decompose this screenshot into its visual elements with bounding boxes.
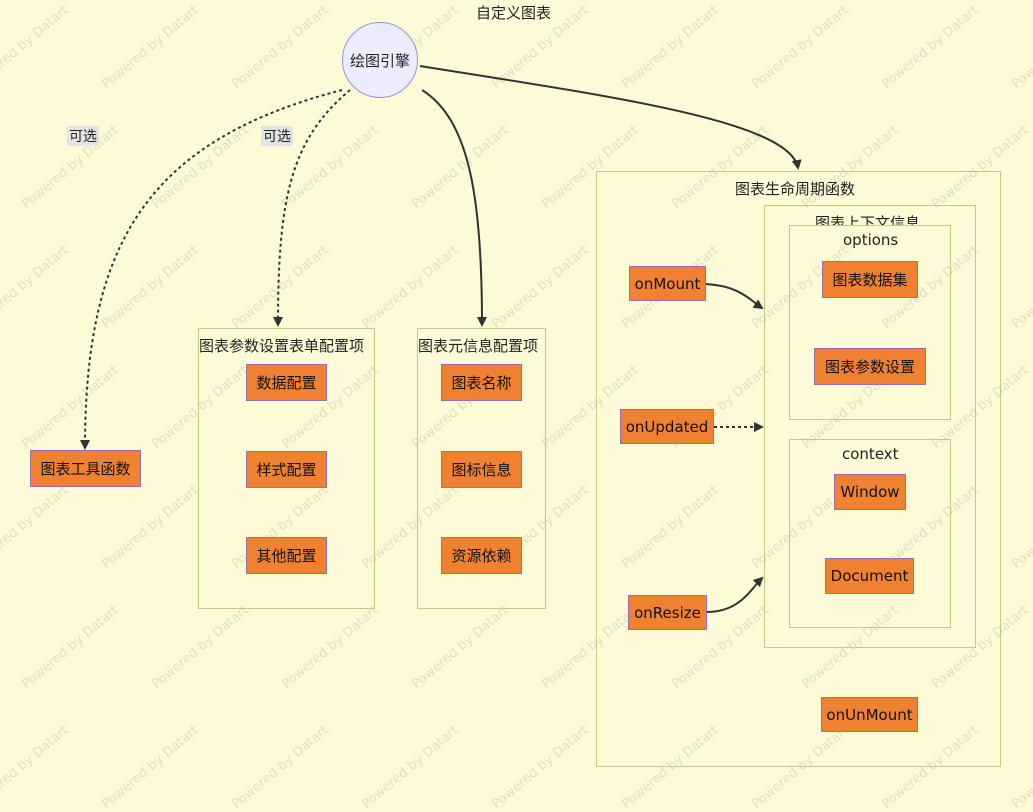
edges-layer xyxy=(80,65,802,613)
context-info-cluster xyxy=(764,205,976,648)
options-title: options xyxy=(843,231,899,249)
context-title: context xyxy=(842,445,899,463)
tool-functions-node[interactable]: 图表工具函数 xyxy=(30,450,141,487)
icon-info-node[interactable]: 图标信息 xyxy=(441,451,522,488)
document-node[interactable]: Document xyxy=(825,558,914,594)
edge-engine-meta xyxy=(421,89,487,327)
meta-config-title: 图表元信息配置项 xyxy=(418,337,539,355)
edge-engine-form xyxy=(273,89,351,327)
on-unmount-node[interactable]: onUnMount xyxy=(821,697,918,732)
data-config-node[interactable]: 数据配置 xyxy=(246,364,327,401)
meta-config-cluster xyxy=(417,328,546,609)
chart-params-node[interactable]: 图表参数设置 xyxy=(814,348,926,385)
chart-name-node[interactable]: 图表名称 xyxy=(441,364,522,401)
edge-mount-context xyxy=(705,283,764,310)
lifecycle-title: 图表生命周期函数 xyxy=(735,180,856,198)
edge-label-optional-form: 可选 xyxy=(261,126,293,146)
other-config-node[interactable]: 其他配置 xyxy=(246,537,327,574)
window-node[interactable]: Window xyxy=(834,474,906,510)
engine-node[interactable]: 绘图引擎 xyxy=(342,22,418,98)
style-config-node[interactable]: 样式配置 xyxy=(246,451,327,488)
resource-deps-node[interactable]: 资源依赖 xyxy=(441,537,522,574)
context-info-title: 图表上下文信息 xyxy=(815,214,921,226)
form-config-title: 图表参数设置表单配置项 xyxy=(199,337,365,355)
on-updated-node[interactable]: onUpdated xyxy=(620,409,714,444)
context-cluster xyxy=(789,439,951,628)
on-resize-node[interactable]: onResize xyxy=(628,595,707,630)
edge-engine-lifecycle xyxy=(419,65,802,170)
form-config-cluster xyxy=(198,328,375,609)
options-cluster xyxy=(789,225,951,420)
on-mount-node[interactable]: onMount xyxy=(629,266,706,301)
dataset-node[interactable]: 图表数据集 xyxy=(822,261,918,298)
diagram-title: 自定义图表 xyxy=(476,4,552,22)
lifecycle-cluster xyxy=(596,171,1001,767)
edge-label-optional-tools: 可选 xyxy=(67,126,99,146)
edge-resize-context xyxy=(705,576,764,613)
